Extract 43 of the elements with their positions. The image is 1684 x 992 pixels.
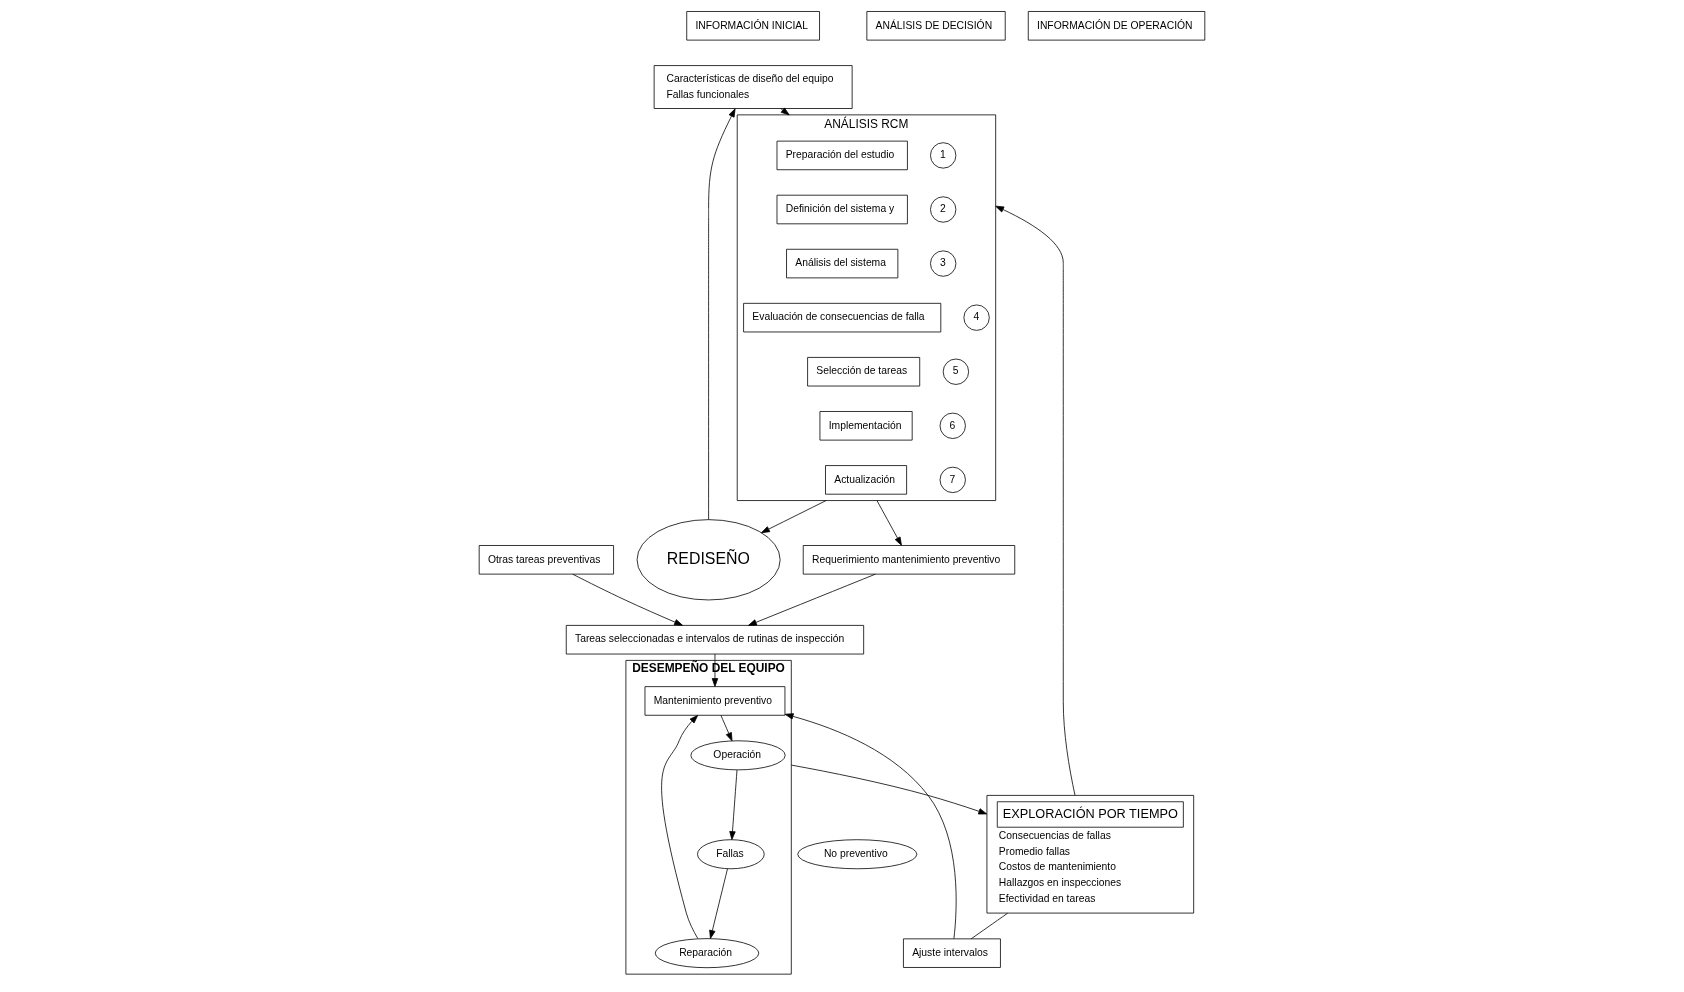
node-box: Otras tareas preventivas (478, 545, 614, 575)
node-box: Mantenimiento preventivo (644, 686, 786, 716)
node-circle: 4 (963, 304, 990, 331)
arrow (876, 500, 902, 546)
arrow (708, 108, 736, 520)
node-box: EXPLORACIÓN POR TIEMPO Consecuencias de fallas Promedio fallas Costos de mantenimiento Hallazgos en inspecciones Efectividad en tareas (986, 795, 1195, 914)
node-circle: 6 (939, 412, 966, 439)
node-box: INFORMACIÓN INICIAL (686, 11, 820, 41)
node-ellipse: Operación (690, 740, 786, 771)
node-ellipse: REDISEÑO (636, 519, 781, 601)
node-box: Evaluación de consecuencias de falla (743, 302, 942, 333)
node-ellipse: No preventivo (797, 839, 918, 870)
node-circle: 1 (930, 142, 957, 169)
node-circle: 7 (939, 466, 966, 493)
node-box: Ajuste intervalos (903, 938, 1001, 968)
node-box: Requerimiento mantenimiento preventivo (802, 545, 1016, 575)
arrow (661, 715, 699, 939)
arrow (790, 764, 988, 815)
node-ellipse: Reparación (654, 938, 760, 969)
arrow (784, 713, 957, 940)
arrow (711, 653, 719, 687)
arrow (729, 769, 738, 840)
node-box: Implementación (819, 411, 913, 441)
node-box: INFORMACIÓN DE OPERACIÓN (1027, 11, 1206, 41)
arrow (720, 714, 733, 742)
arrow (709, 868, 728, 939)
node-circle: 3 (930, 250, 957, 277)
arrow (780, 107, 790, 116)
arrow (748, 573, 876, 626)
node-box: Definición del sistema y (776, 194, 908, 225)
node-circle: 2 (930, 196, 957, 223)
node-box: Preparación del estudio (776, 140, 908, 171)
node-box: Tareas seleccionadas e intervalos de rutinas de inspección (565, 625, 865, 655)
node-circle: 5 (942, 358, 970, 385)
arrow (761, 500, 827, 534)
node-box: ANÁLISIS DE DECISIÓN (866, 11, 1006, 41)
connector (970, 912, 1008, 940)
node-box: Análisis del sistema (786, 248, 899, 279)
node-box: Selección de tareas (807, 357, 921, 387)
node-box: Actualización (825, 465, 907, 495)
arrow (995, 205, 1076, 796)
node-ellipse: Fallas (697, 839, 765, 870)
arrow (572, 573, 683, 626)
